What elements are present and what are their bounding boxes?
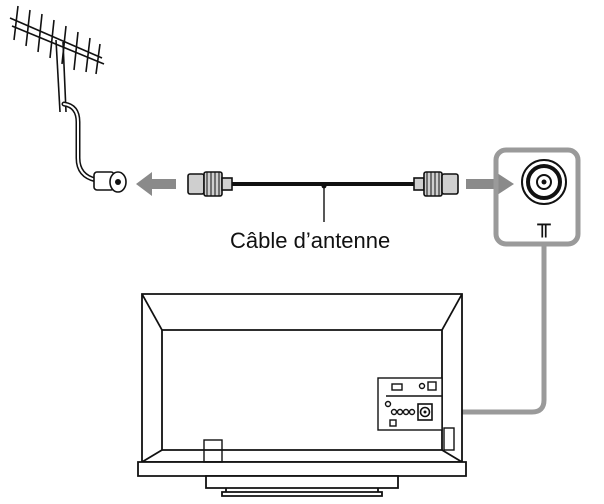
arrow-to-tv-port-icon [466,171,514,197]
port-leader-line [430,244,547,415]
left-cable-connector-icon [187,171,233,197]
port-highlight-frame [493,147,581,247]
port-symbol: ╥ [536,213,551,238]
tv-rear-cover [203,439,223,463]
cable-label: Câble d’antenne [230,228,391,253]
antenna-socket-icon [93,171,127,193]
right-cable-connector-icon [413,171,459,197]
antenna-icon [9,5,105,113]
arrow-to-antenna-icon [136,172,176,196]
tv-rear-antenna-port-icon [417,403,433,421]
tv-side-slot [443,427,455,451]
tv-antenna-port-icon [521,159,567,205]
